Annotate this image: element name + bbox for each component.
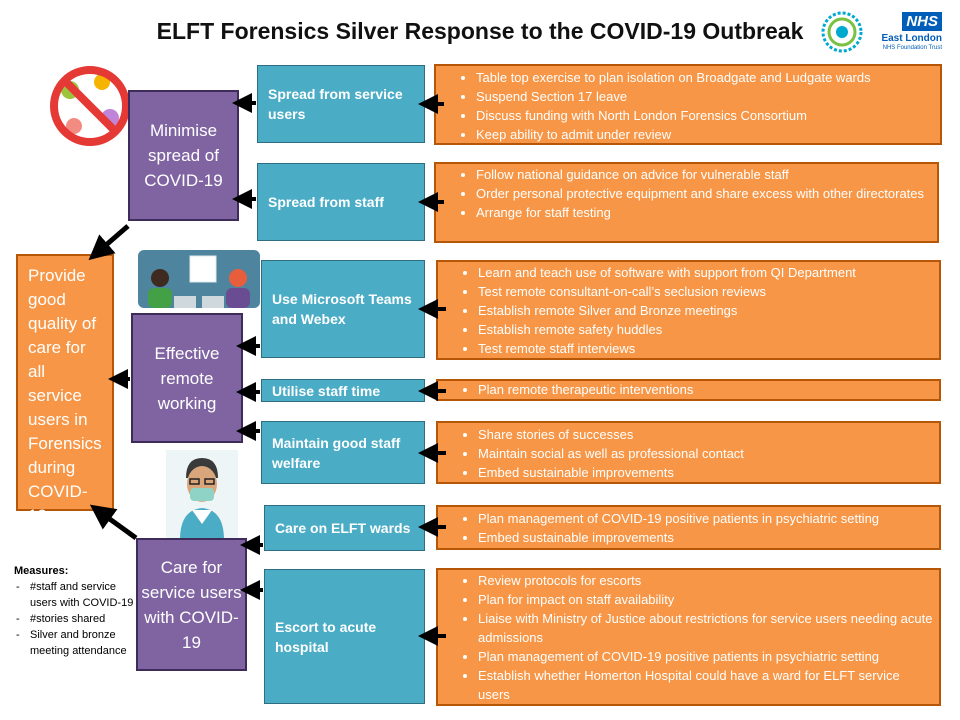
actions-spread-staff: Follow national guidance on advice for v… — [434, 162, 939, 243]
action-item: Liaise with Ministry of Justice about re… — [478, 609, 933, 647]
page-title: ELFT Forensics Silver Response to the CO… — [156, 18, 804, 44]
action-item: Discuss funding with North London Forens… — [476, 106, 934, 125]
action-item: Embed sustainable improvements — [478, 528, 933, 547]
actions-staff-welfare: Share stories of successes Maintain soci… — [436, 421, 941, 484]
theme-care-covid: Care for service users with COVID-19 — [136, 538, 247, 671]
action-item: Establish remote Silver and Bronze meeti… — [478, 301, 933, 320]
action-item: Plan management of COVID-19 positive pat… — [478, 647, 933, 666]
action-item: Share stories of successes — [478, 425, 933, 444]
actions-escort-hospital: Review protocols for escorts Plan for im… — [436, 568, 941, 706]
measures-heading: Measures: — [14, 565, 69, 577]
driver-staff-welfare: Maintain good staff welfare — [261, 421, 425, 484]
driver-teams-webex: Use Microsoft Teams and Webex — [261, 260, 425, 358]
action-item: Keep ability to admit under review — [476, 125, 934, 144]
action-item: Order personal protective equipment and … — [476, 184, 931, 203]
driver-label: Escort to acute hospital — [275, 618, 377, 655]
masked-nurse-icon — [166, 450, 238, 540]
driver-spread-staff: Spread from staff — [257, 163, 425, 241]
action-item: Establish whether Homerton Hospital coul… — [478, 666, 933, 704]
theme-label: Minimise spread of COVID-19 — [144, 121, 223, 190]
action-item: Plan remote therapeutic interventions — [478, 381, 933, 399]
theme-label: Effective remote working — [154, 343, 220, 413]
action-item: Embed sustainable improvements — [478, 463, 933, 482]
driver-label: Spread from service users — [268, 86, 403, 122]
action-item: Establish remote safety huddles — [478, 320, 933, 339]
nhs-logo-icon — [821, 11, 863, 53]
arrow-theme-to-goal — [88, 224, 130, 261]
actions-staff-time: Plan remote therapeutic interventions — [436, 379, 941, 401]
measure-item: #stories shared — [14, 611, 144, 627]
driver-label: Spread from staff — [268, 194, 384, 210]
actions-teams-webex: Learn and teach use of software with sup… — [436, 260, 941, 360]
action-item: Test remote staff interviews — [478, 339, 933, 358]
action-item: Follow national guidance on advice for v… — [476, 165, 931, 184]
action-item: Review protocols for escorts — [478, 571, 933, 590]
trust-subtitle: NHS Foundation Trust — [882, 45, 942, 51]
nhs-badge: NHS — [902, 12, 942, 31]
driver-staff-time: Utilise staff time — [261, 379, 425, 402]
driver-label: Use Microsoft Teams and Webex — [272, 291, 412, 327]
goal-text: Provide good quality of care for all ser… — [28, 266, 102, 525]
arrow-theme-to-goal — [89, 504, 138, 541]
driver-elft-wards: Care on ELFT wards — [264, 505, 425, 551]
theme-label: Care for service users with COVID-19 — [141, 557, 242, 652]
driver-label: Utilise staff time — [272, 382, 381, 399]
measure-item: #staff and service users with COVID-19 — [14, 579, 144, 611]
driver-label: Care on ELFT wards — [275, 520, 411, 536]
measure-item: Silver and bronze meeting attendance — [14, 627, 144, 659]
actions-elft-wards: Plan management of COVID-19 positive pat… — [436, 505, 941, 550]
action-item: Maintain social as well as professional … — [478, 444, 933, 463]
measures-box: Measures: #staff and service users with … — [14, 563, 144, 659]
action-item: Suspend Section 17 leave — [476, 87, 934, 106]
action-item: Arrange for staff testing — [476, 203, 931, 222]
action-item: Table top exercise to plan isolation on … — [476, 68, 934, 87]
driver-label: Maintain good staff welfare — [272, 434, 401, 471]
action-item: Test remote consultant-on-call’s seclusi… — [478, 282, 933, 301]
action-item: Plan for impact on staff availability — [478, 590, 933, 609]
action-item: Learn and teach use of software with sup… — [478, 263, 933, 282]
driver-spread-service-users: Spread from service users — [257, 65, 425, 143]
remote-meeting-icon — [138, 250, 260, 308]
trust-name: East London — [881, 33, 942, 44]
action-item: Plan management of COVID-19 positive pat… — [478, 509, 933, 528]
theme-minimise-spread: Minimise spread of COVID-19 — [128, 90, 239, 221]
theme-remote-working: Effective remote working — [131, 313, 243, 443]
nhs-logo: NHS East London NHS Foundation Trust — [818, 8, 948, 56]
virus-ban-icon — [50, 66, 130, 146]
driver-escort-hospital: Escort to acute hospital — [264, 569, 425, 704]
actions-spread-service-users: Table top exercise to plan isolation on … — [434, 64, 942, 145]
